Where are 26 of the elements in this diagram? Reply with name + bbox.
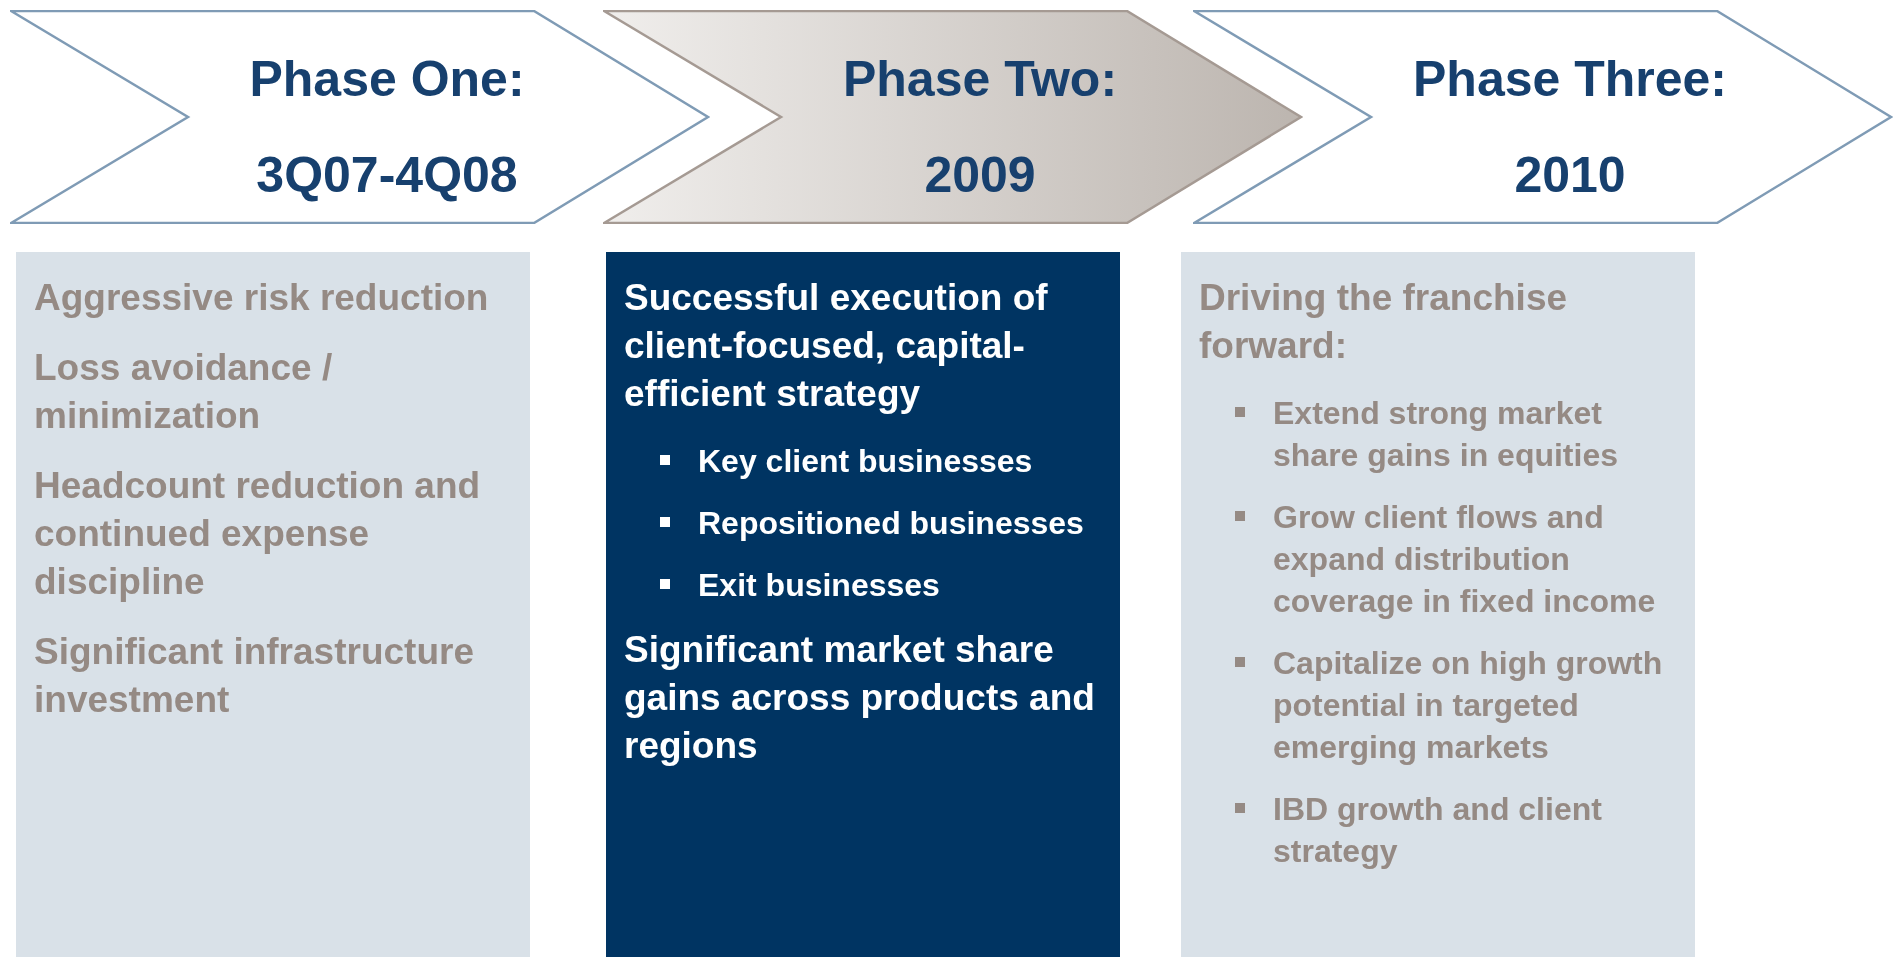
- bullet-item: IBD growth and client strategy: [1215, 788, 1677, 872]
- phase-heading: Phase Two:: [841, 54, 1119, 104]
- bullet-item: Key client businesses: [640, 440, 1102, 482]
- panel-text: Successful execution of client-focused, capital-efficient strategy: [624, 276, 1049, 416]
- panel-text: Loss avoidance / minimization: [34, 346, 334, 438]
- phase-banner: [1193, 10, 1893, 224]
- panel-text: Headcount reduction and continued expense discipline: [34, 464, 482, 604]
- phase-panel: [1181, 252, 1695, 957]
- phase-banner: [603, 10, 1303, 224]
- bullet-item: Grow client flows and expand distribution coverage in fixed income: [1215, 496, 1677, 622]
- phase-panel: [606, 252, 1120, 957]
- phase-period: 2009: [923, 150, 1037, 200]
- bullet-item: Capitalize on high growth potential in targeted emerging markets: [1215, 642, 1677, 768]
- panel-text: Significant infrastructure investment: [34, 630, 475, 722]
- panel-text: Aggressive risk reduction: [34, 276, 490, 320]
- bullet-item: Extend strong market share gains in equities: [1215, 392, 1677, 476]
- bullet-item: Exit businesses: [640, 564, 1102, 606]
- phase-banner: [10, 10, 710, 224]
- panel-text: Driving the franchise forward:: [1199, 276, 1569, 368]
- phase-heading: Phase One:: [248, 54, 526, 104]
- phase-heading: Phase Three:: [1412, 54, 1728, 104]
- bullet-item: Repositioned businesses: [640, 502, 1102, 544]
- phase-period: 3Q07-4Q08: [255, 150, 519, 200]
- phase-period: 2010: [1513, 150, 1627, 200]
- phase-panel: [16, 252, 530, 957]
- panel-text: Significant market share gains across products and regions: [624, 628, 1096, 768]
